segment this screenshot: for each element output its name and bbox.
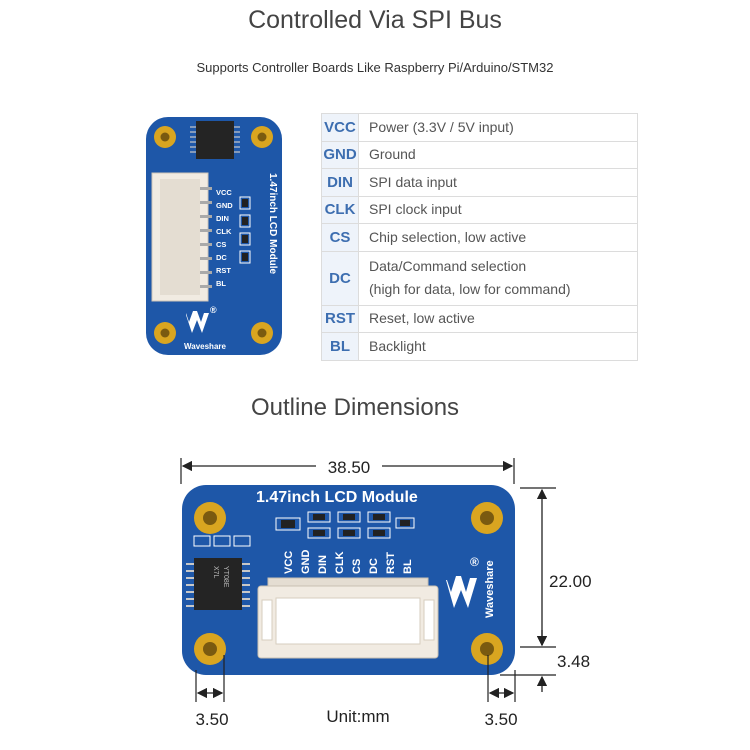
svg-text:GND: GND — [216, 201, 233, 210]
table-row: DIN SPI data input — [321, 168, 638, 197]
page-subtitle: Supports Controller Boards Like Raspberr… — [196, 60, 554, 75]
connector-icon — [257, 577, 439, 659]
svg-text:CS: CS — [351, 559, 363, 574]
waveshare-logo: ® Waveshare — [446, 555, 496, 618]
level-shifter-chip: YT08E X7L — [186, 558, 250, 610]
waveshare-logo: ® Waveshare — [184, 305, 227, 351]
table-row: RST Reset, low active — [321, 304, 638, 333]
pin-name: VCC — [321, 113, 359, 142]
unit-label: Unit:mm — [326, 707, 389, 726]
mounting-hole-icon — [154, 126, 273, 344]
pin-desc-line1: Data/Command selection — [369, 258, 527, 274]
page-title: Controlled Via SPI Bus — [248, 6, 502, 34]
mounting-hole-icon — [194, 502, 503, 665]
svg-text:CLK: CLK — [334, 551, 346, 574]
pin-name: RST — [321, 304, 359, 333]
pin-desc: SPI clock input — [358, 195, 638, 224]
pin-name: DC — [321, 250, 359, 306]
svg-text:VCC: VCC — [216, 188, 232, 197]
dimension-hole-offset-left: 3.50 — [195, 655, 229, 729]
table-row: GND Ground — [321, 140, 638, 169]
svg-text:DIN: DIN — [317, 555, 329, 574]
dimension-height: 22.00 — [520, 487, 592, 648]
dimension-hole-offset-right: 3.50 — [484, 655, 518, 729]
svg-text:YT08E: YT08E — [222, 566, 229, 588]
svg-text:®: ® — [210, 305, 217, 315]
outline-title: Outline Dimensions — [250, 394, 460, 421]
svg-text:BL: BL — [402, 559, 414, 574]
height-value: 22.00 — [549, 572, 592, 591]
svg-text:RST: RST — [385, 552, 397, 574]
pin-table: VCC Power (3.3V / 5V input) GND Ground D… — [321, 113, 638, 361]
pin-desc-line2: (high for data, low for command) — [369, 281, 571, 297]
svg-text:RST: RST — [216, 266, 231, 275]
pin-name: DIN — [321, 168, 359, 197]
table-row: CLK SPI clock input — [321, 195, 638, 224]
svg-text:DC: DC — [216, 253, 227, 262]
svg-text:BL: BL — [216, 279, 226, 288]
svg-text:Waveshare: Waveshare — [184, 342, 227, 351]
hole-offset-y-value: 3.48 — [557, 652, 590, 671]
svg-text:DIN: DIN — [216, 214, 229, 223]
svg-text:X7L: X7L — [212, 566, 219, 579]
svg-text:®: ® — [470, 555, 479, 569]
svg-text:Waveshare: Waveshare — [484, 560, 496, 618]
outline-drawing: 1.47inch LCD Module YT08E X7L — [180, 458, 592, 729]
pin-desc: Data/Command selection (high for data, l… — [358, 250, 638, 306]
svg-text:DC: DC — [368, 558, 380, 574]
dimension-hole-offset-y: 3.48 — [500, 630, 590, 692]
pin-name: GND — [321, 140, 359, 169]
svg-text:VCC: VCC — [283, 551, 295, 574]
hole-offset-right-value: 3.50 — [484, 710, 517, 729]
svg-text:1.47inch LCD Module: 1.47inch LCD Module — [256, 489, 418, 506]
table-row: BL Backlight — [321, 332, 638, 361]
pin-name: CS — [321, 223, 359, 252]
pin-desc: Ground — [358, 140, 638, 169]
level-shifter-chip — [190, 121, 240, 159]
width-value: 38.50 — [328, 458, 371, 477]
hole-offset-left-value: 3.50 — [195, 710, 228, 729]
dimension-width: 38.50 — [180, 458, 515, 484]
table-row: DC Data/Command selection (high for data… — [321, 250, 638, 306]
svg-text:1.47inch LCD Module: 1.47inch LCD Module — [267, 173, 278, 275]
pin-desc: SPI data input — [358, 168, 638, 197]
pin-desc: Chip selection, low active — [358, 223, 638, 252]
svg-text:CS: CS — [216, 240, 226, 249]
pin-desc: Power (3.3V / 5V input) — [358, 113, 638, 142]
svg-text:CLK: CLK — [216, 227, 232, 236]
board-back-view: VCC GND DIN CLK CS DC RST BL 1.47inch LCD Mo… — [146, 117, 282, 355]
table-row: CS Chip selection, low active — [321, 223, 638, 252]
pin-desc: Backlight — [358, 332, 638, 361]
table-row: VCC Power (3.3V / 5V input) — [321, 113, 638, 142]
svg-text:GND: GND — [300, 550, 312, 575]
pin-name: BL — [321, 332, 359, 361]
pin-desc: Reset, low active — [358, 304, 638, 333]
pin-name: CLK — [321, 195, 359, 224]
